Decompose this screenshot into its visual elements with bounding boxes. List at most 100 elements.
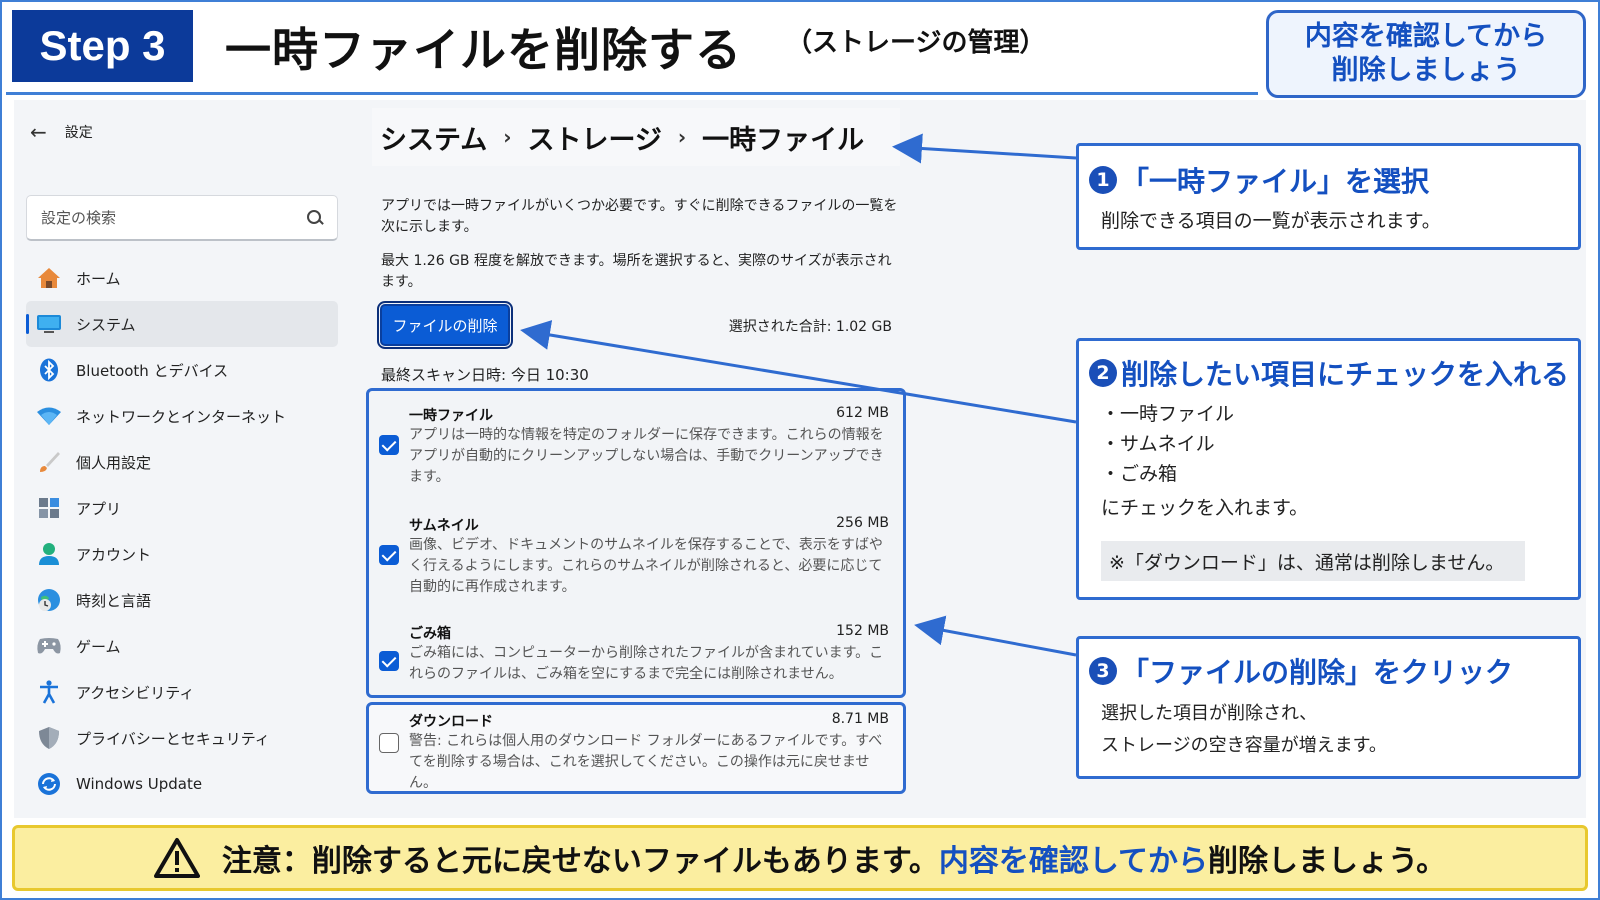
callout-3-title-text: 「ファイルの削除」をクリック (1121, 656, 1514, 689)
sidebar-item-apps[interactable]: アプリ (26, 485, 338, 531)
app-title: 設定 (64, 125, 93, 141)
file-item-temp: 一時ファイル 612 MB アプリは一時的な情報を特定のフォルダーに保存できます… (369, 405, 903, 495)
bluetooth-icon (36, 357, 62, 383)
sidebar-item-label: ホーム (76, 269, 121, 288)
shield-icon (36, 725, 62, 751)
sidebar-item-label: システム (76, 315, 136, 334)
sidebar-item-privacy[interactable]: プライバシーとセキュリティ (26, 715, 338, 761)
warning-text-highlight: 内容を確認してから (938, 844, 1208, 879)
file-size: 612 MB (836, 405, 889, 421)
file-name: ダウンロード (409, 714, 493, 730)
file-size: 8.71 MB (831, 711, 889, 727)
callout-3: 3 「ファイルの削除」をクリック 選択した項目が削除され、 ストレージの空き容量… (1076, 636, 1581, 779)
sidebar-item-network[interactable]: ネットワークとインターネット (26, 393, 338, 439)
callout-2-text: にチェックを入れます。 (1101, 497, 1309, 519)
file-desc: 警告: これらは個人用のダウンロード フォルダーにあるファイルです。すべてを削除… (409, 733, 883, 791)
header-divider (6, 92, 1258, 95)
callout-1-text: 削除できる項目の一覧が表示されます。 (1101, 210, 1441, 232)
sidebar-item-personalization[interactable]: 個人用設定 (26, 439, 338, 485)
callout-2-bullet-2: ・サムネイル (1101, 433, 1215, 455)
step-number-badge: 2 (1089, 359, 1117, 387)
globe-clock-icon (36, 587, 62, 613)
home-icon (36, 265, 62, 291)
callout-3-text-1: 選択した項目が削除され、 (1101, 703, 1318, 724)
header-note: 内容を確認してから 削除しましょう (1266, 10, 1586, 98)
update-icon (36, 771, 62, 797)
page-subtitle: （ストレージの管理） (786, 28, 1046, 58)
breadcrumb-system[interactable]: システム (380, 124, 488, 156)
header-note-line1: 内容を確認してから (1304, 21, 1548, 52)
sidebar-item-time-language[interactable]: 時刻と言語 (26, 577, 338, 623)
breadcrumb-storage[interactable]: ストレージ (527, 124, 662, 156)
settings-search-input[interactable]: 設定の検索 (26, 195, 338, 241)
sidebar-item-label: アプリ (76, 499, 122, 518)
warning-banner: 注意：削除すると元に戻せないファイルもあります。内容を確認してから削除しましょう… (12, 825, 1588, 891)
thumbnails-checkbox[interactable] (379, 545, 399, 565)
sidebar-item-label: ゲーム (76, 637, 121, 656)
sidebar-item-windows-update[interactable]: Windows Update (26, 761, 338, 807)
sidebar-item-home[interactable]: ホーム (26, 255, 338, 301)
search-placeholder: 設定の検索 (41, 209, 117, 227)
sidebar-item-accounts[interactable]: アカウント (26, 531, 338, 577)
callout-1: 1 「一時ファイル」を選択 削除できる項目の一覧が表示されます。 (1076, 143, 1581, 250)
paintbrush-icon (36, 449, 62, 475)
sidebar-item-system[interactable]: システム (26, 301, 338, 347)
temp-files-checkbox[interactable] (379, 435, 399, 455)
description-text-2: 最大 1.26 GB 程度を解放できます。場所を選択すると、実際のサイズが表示さ… (381, 253, 892, 290)
page-title: 一時ファイルを削除する (225, 23, 742, 77)
header-note-line2: 削除しましょう (1331, 55, 1521, 86)
step-number-badge: 1 (1089, 166, 1117, 194)
file-desc: アプリは一時的な情報を特定のフォルダーに保存できます。これらの情報をアプリが自動… (409, 427, 884, 485)
callout-2-note: ※「ダウンロード」は、通常は削除しません。 (1101, 541, 1525, 581)
accessibility-icon (36, 679, 62, 705)
file-size: 256 MB (836, 515, 889, 531)
sidebar-item-label: プライバシーとセキュリティ (76, 729, 270, 748)
file-item-recycle-bin: ごみ箱 152 MB ごみ箱には、コンピューターから削除されたファイルが含まれて… (369, 623, 903, 693)
warning-triangle-icon (153, 838, 200, 878)
apps-icon (36, 495, 62, 521)
last-scan-time: 最終スキャン日時: 今日 10:30 (381, 366, 589, 384)
selected-total: 選択された合計: 1.02 GB (728, 319, 892, 335)
file-size: 152 MB (836, 623, 889, 639)
file-desc: 画像、ビデオ、ドキュメントのサムネイルを保存することで、表示をすばやく行えるよう… (409, 537, 883, 595)
callout-3-text-2: ストレージの空き容量が増えます。 (1101, 735, 1387, 756)
step-badge: Step 3 (12, 10, 193, 82)
file-name: ごみ箱 (409, 626, 451, 642)
file-name: サムネイル (409, 518, 479, 534)
sidebar-item-gaming[interactable]: ゲーム (26, 623, 338, 669)
gamepad-icon (36, 633, 62, 659)
breadcrumb: システム › ストレージ › 一時ファイル (372, 108, 900, 166)
sidebar-item-label: ネットワークとインターネット (76, 407, 287, 426)
file-item-thumbnails: サムネイル 256 MB 画像、ビデオ、ドキュメントのサムネイルを保存することで… (369, 515, 903, 605)
wifi-icon (36, 403, 62, 429)
warning-text-part1: 注意：削除すると元に戻せないファイルもあります。 (221, 844, 939, 879)
recycle-bin-checkbox[interactable] (379, 651, 399, 671)
sidebar-item-label: 時刻と言語 (76, 591, 152, 610)
user-icon (36, 541, 62, 567)
search-icon[interactable] (307, 209, 323, 226)
callout-1-title-text: 「一時ファイル」を選択 (1121, 165, 1430, 198)
callout-3-title: 3 「ファイルの削除」をクリック (1089, 651, 1513, 691)
callout-2-title-text: 削除したい項目にチェックを入れる (1121, 358, 1570, 391)
back-row[interactable]: ← 設定 (30, 120, 93, 144)
sidebar-item-accessibility[interactable]: アクセシビリティ (26, 669, 338, 715)
downloads-checkbox[interactable] (379, 733, 399, 753)
sidebar-item-bluetooth[interactable]: Bluetooth とデバイス (26, 347, 338, 393)
sidebar-nav: ホーム システム Bluetooth とデバイス ネットワークとインターネット … (26, 255, 338, 807)
monitor-icon (36, 311, 62, 337)
sidebar-item-label: Bluetooth とデバイス (76, 361, 229, 380)
description-text-1: アプリでは一時ファイルがいくつか必要です。すぐに削除できるファイルの一覧を次に示… (381, 198, 898, 235)
callout-1-title: 1 「一時ファイル」を選択 (1089, 160, 1429, 200)
back-arrow-icon[interactable]: ← (30, 120, 47, 144)
breadcrumb-temp-files: 一時ファイル (702, 124, 865, 156)
file-item-downloads: ダウンロード 8.71 MB 警告: これらは個人用のダウンロード フォルダーに… (369, 711, 903, 791)
checked-file-list: 一時ファイル 612 MB アプリは一時的な情報を特定のフォルダーに保存できます… (366, 388, 906, 698)
callout-2: 2 削除したい項目にチェックを入れる ・一時ファイル ・サムネイル ・ごみ箱 に… (1076, 338, 1581, 600)
step-number-badge: 3 (1089, 657, 1117, 685)
breadcrumb-separator: › (503, 125, 512, 149)
sidebar-item-label: アクセシビリティ (76, 683, 195, 702)
remove-files-button[interactable]: ファイルの削除 (377, 301, 513, 349)
breadcrumb-separator: › (677, 125, 687, 149)
warning-text-part3: 削除しましょう。 (1207, 844, 1447, 879)
